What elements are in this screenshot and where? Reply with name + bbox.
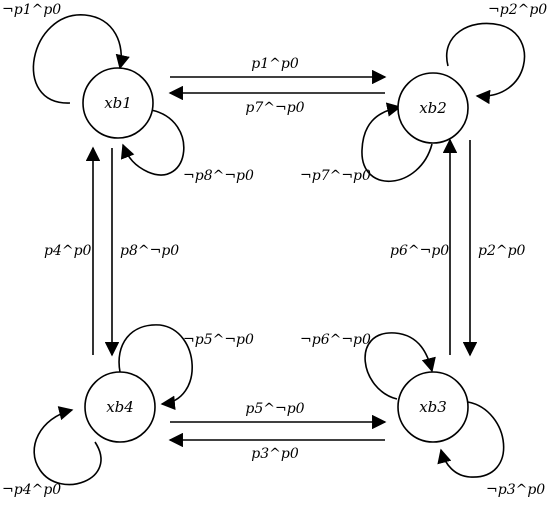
label-xb3-xb2: p6^¬p0 — [390, 243, 449, 259]
loop-xb1-bottom — [120, 109, 185, 176]
loop-label-xb4-bottom: ¬p4^p0 — [2, 482, 61, 498]
loop-xb2-bottom — [361, 102, 433, 183]
node-xb2-label: xb2 — [419, 99, 447, 117]
label-xb4-xb1: p4^p0 — [44, 243, 92, 259]
loop-label-xb4-top: ¬p5^¬p0 — [183, 332, 254, 348]
label-xb2-xb1: p7^¬p0 — [245, 100, 304, 116]
loop-xb1-top — [32, 14, 130, 104]
label-xb4-xb3: p5^¬p0 — [245, 401, 304, 417]
node-xb3 — [397, 371, 469, 443]
loop-label-xb3-top: ¬p6^¬p0 — [300, 332, 371, 348]
node-xb2 — [397, 72, 469, 144]
loop-xb2-top — [445, 22, 526, 105]
loop-xb4-top — [118, 324, 193, 410]
node-xb4 — [84, 371, 156, 443]
loop-xb3-bottom — [437, 401, 505, 478]
label-xb3-xb4: p3^p0 — [251, 446, 299, 462]
node-xb4-label: xb4 — [106, 398, 134, 416]
loop-label-xb2-bottom: ¬p7^¬p0 — [300, 168, 371, 184]
label-xb1-xb2: p1^p0 — [251, 56, 299, 72]
label-xb1-xb4: p8^¬p0 — [120, 243, 179, 259]
loop-xb4-bottom — [33, 406, 102, 486]
loop-label-xb2-top: ¬p2^p0 — [488, 2, 547, 18]
label-xb2-xb3: p2^p0 — [478, 243, 526, 259]
loop-label-xb1-bottom: ¬p8^¬p0 — [183, 168, 254, 184]
loop-label-xb1-top: ¬p1^p0 — [2, 2, 61, 18]
node-xb3-label: xb3 — [419, 398, 447, 416]
node-xb1 — [82, 67, 154, 139]
loop-label-xb3-bottom: ¬p3^p0 — [486, 482, 545, 498]
node-xb1-label: xb1 — [104, 94, 132, 112]
loop-xb3-top — [364, 332, 436, 400]
